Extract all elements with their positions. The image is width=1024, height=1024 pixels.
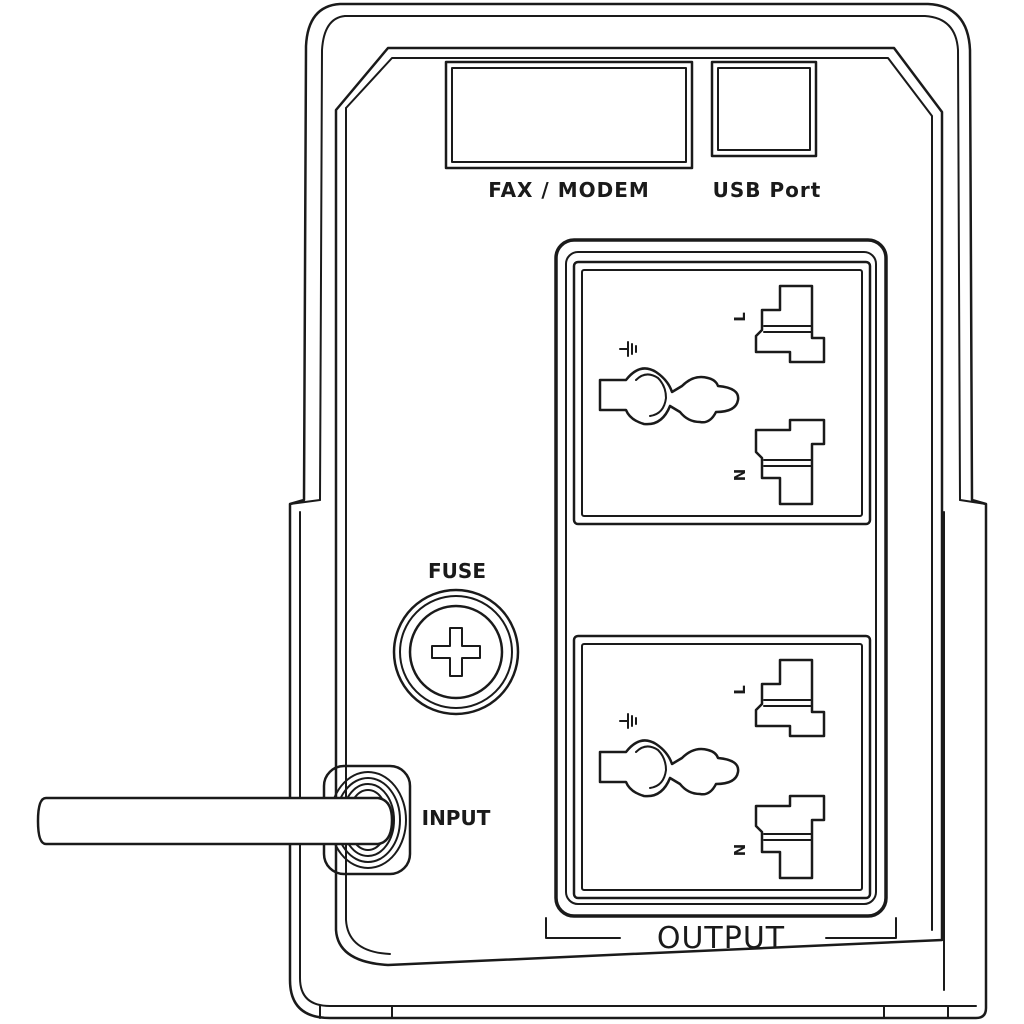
line-pin-label-2: L: [731, 685, 749, 695]
line-pin-slot-2: [754, 658, 826, 738]
output-bracket: [545, 917, 897, 939]
neutral-pin-label-1: N: [731, 469, 749, 482]
inner-panel: [334, 46, 944, 967]
earth-hole-2: [598, 739, 740, 798]
output-outlet-2: L N: [572, 634, 872, 900]
earth-symbol-icon: [619, 713, 637, 729]
output-label: OUTPUT: [657, 921, 785, 956]
line-pin-slot-1: [754, 284, 826, 364]
usb-port: [710, 60, 818, 158]
fuse-holder: [392, 588, 520, 716]
fuse-label: FUSE: [428, 559, 486, 583]
neutral-pin-slot-1: [754, 418, 826, 506]
output-outlet-1: L N: [572, 260, 872, 526]
fax-modem-label: FAX / MODEM: [488, 178, 650, 202]
neutral-pin-label-2: N: [731, 844, 749, 857]
fax-modem-port: [444, 60, 694, 170]
screw-cross-icon: [431, 627, 481, 677]
output-bank: [554, 238, 888, 918]
usb-port-label: USB Port: [713, 178, 822, 202]
ups-housing: [288, 2, 988, 1020]
line-pin-label-1: L: [731, 312, 749, 322]
earth-hole-1: [598, 367, 740, 426]
earth-symbol-icon: [619, 341, 637, 357]
input-cable: [36, 764, 412, 876]
input-label: INPUT: [422, 806, 491, 830]
neutral-pin-slot-2: [754, 794, 826, 880]
